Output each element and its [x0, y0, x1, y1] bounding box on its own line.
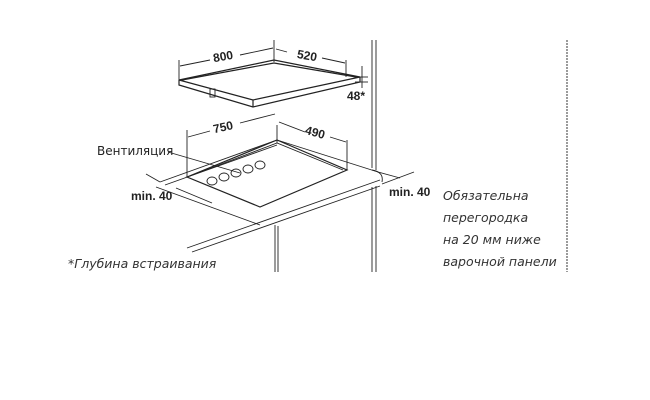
dim-min-right: min. 40: [389, 185, 431, 199]
cutout-dimension-lines: [145, 113, 415, 204]
hob-panel: [178, 59, 361, 108]
ventilation-label: Вентиляция: [97, 144, 173, 158]
dim-hob-depth: 520: [296, 47, 318, 64]
cabinet: [274, 186, 377, 272]
hob-dimension-lines: [178, 40, 368, 88]
note-line: варочной панели: [443, 254, 557, 269]
ventilation-holes: [206, 160, 266, 186]
dim-min-left: min. 40: [131, 189, 173, 203]
partition-note: Обязательна перегородка на 20 мм ниже ва…: [443, 188, 557, 269]
note-line: перегородка: [443, 210, 528, 225]
note-line: на 20 мм ниже: [443, 232, 541, 247]
footnote: *Глубина встраивания: [68, 256, 217, 271]
dim-hob-height: 48*: [347, 89, 365, 103]
dim-cutout-depth: 490: [304, 123, 327, 142]
dim-cutout-width: 750: [212, 118, 235, 136]
wall-lines: [371, 40, 568, 272]
dim-hob-width: 800: [212, 48, 234, 65]
note-line: Обязательна: [443, 188, 529, 203]
